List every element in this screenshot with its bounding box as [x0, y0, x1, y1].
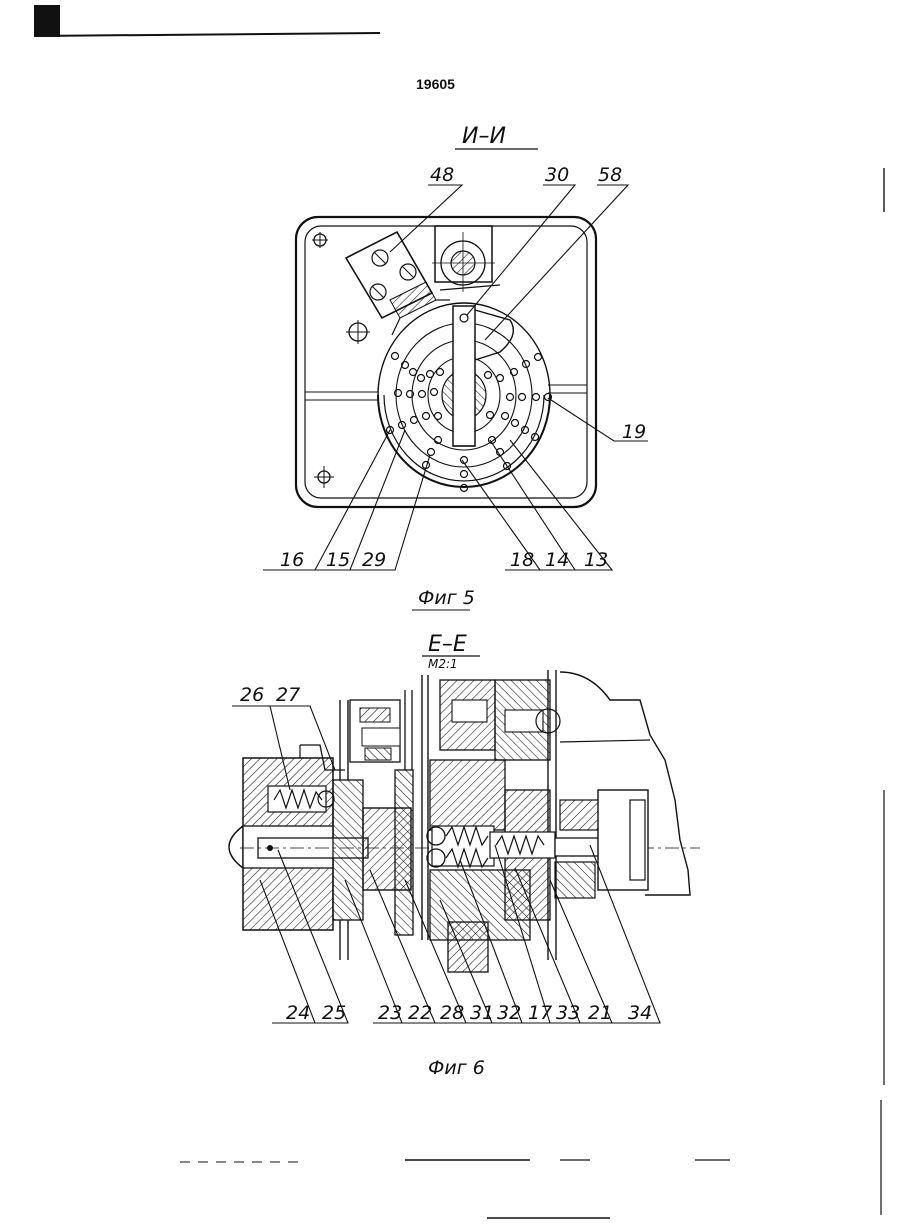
figure-6: Е–Е М2:1 [229, 632, 700, 1079]
figure-5: И–И [263, 124, 648, 610]
label-19: 19 [622, 421, 646, 443]
label-17: 17 [528, 1002, 552, 1024]
label-48: 48 [430, 164, 454, 186]
label-34: 34 [628, 1002, 652, 1024]
label-28: 28 [440, 1002, 464, 1024]
top-rule [34, 33, 380, 36]
registration-mark [34, 5, 60, 37]
label-58: 58 [598, 164, 622, 186]
label-22: 22 [408, 1002, 432, 1024]
label-27: 27 [276, 684, 300, 706]
lever [453, 306, 513, 446]
corner-hole-bottom-left [314, 466, 334, 488]
label-15: 15 [326, 549, 350, 571]
label-25: 25 [322, 1002, 346, 1024]
fig5-caption: Фиг 5 [418, 587, 475, 609]
top-hub [432, 226, 500, 292]
label-21: 21 [588, 1002, 612, 1024]
fig6-scale: М2:1 [428, 657, 458, 671]
central-housing [430, 670, 560, 972]
label-33: 33 [556, 1002, 580, 1024]
label-18: 18 [510, 549, 534, 571]
label-23: 23 [378, 1002, 402, 1024]
label-24: 24 [286, 1002, 310, 1024]
fig6-section-label: Е–Е [428, 632, 467, 657]
scan-artifacts [34, 5, 884, 1218]
label-29: 29 [362, 549, 386, 571]
fig5-section-label: И–И [462, 124, 506, 149]
label-31: 31 [470, 1002, 494, 1024]
label-32: 32 [497, 1002, 521, 1024]
hole-left [346, 320, 370, 344]
label-16: 16 [280, 549, 304, 571]
label-13: 13 [584, 549, 608, 571]
knob-34 [598, 790, 648, 890]
label-26: 26 [240, 684, 264, 706]
label-30: 30 [545, 164, 569, 186]
fig6-caption: Фиг 6 [428, 1057, 485, 1079]
label-14: 14 [545, 549, 569, 571]
corner-hole-top-left [312, 232, 328, 248]
